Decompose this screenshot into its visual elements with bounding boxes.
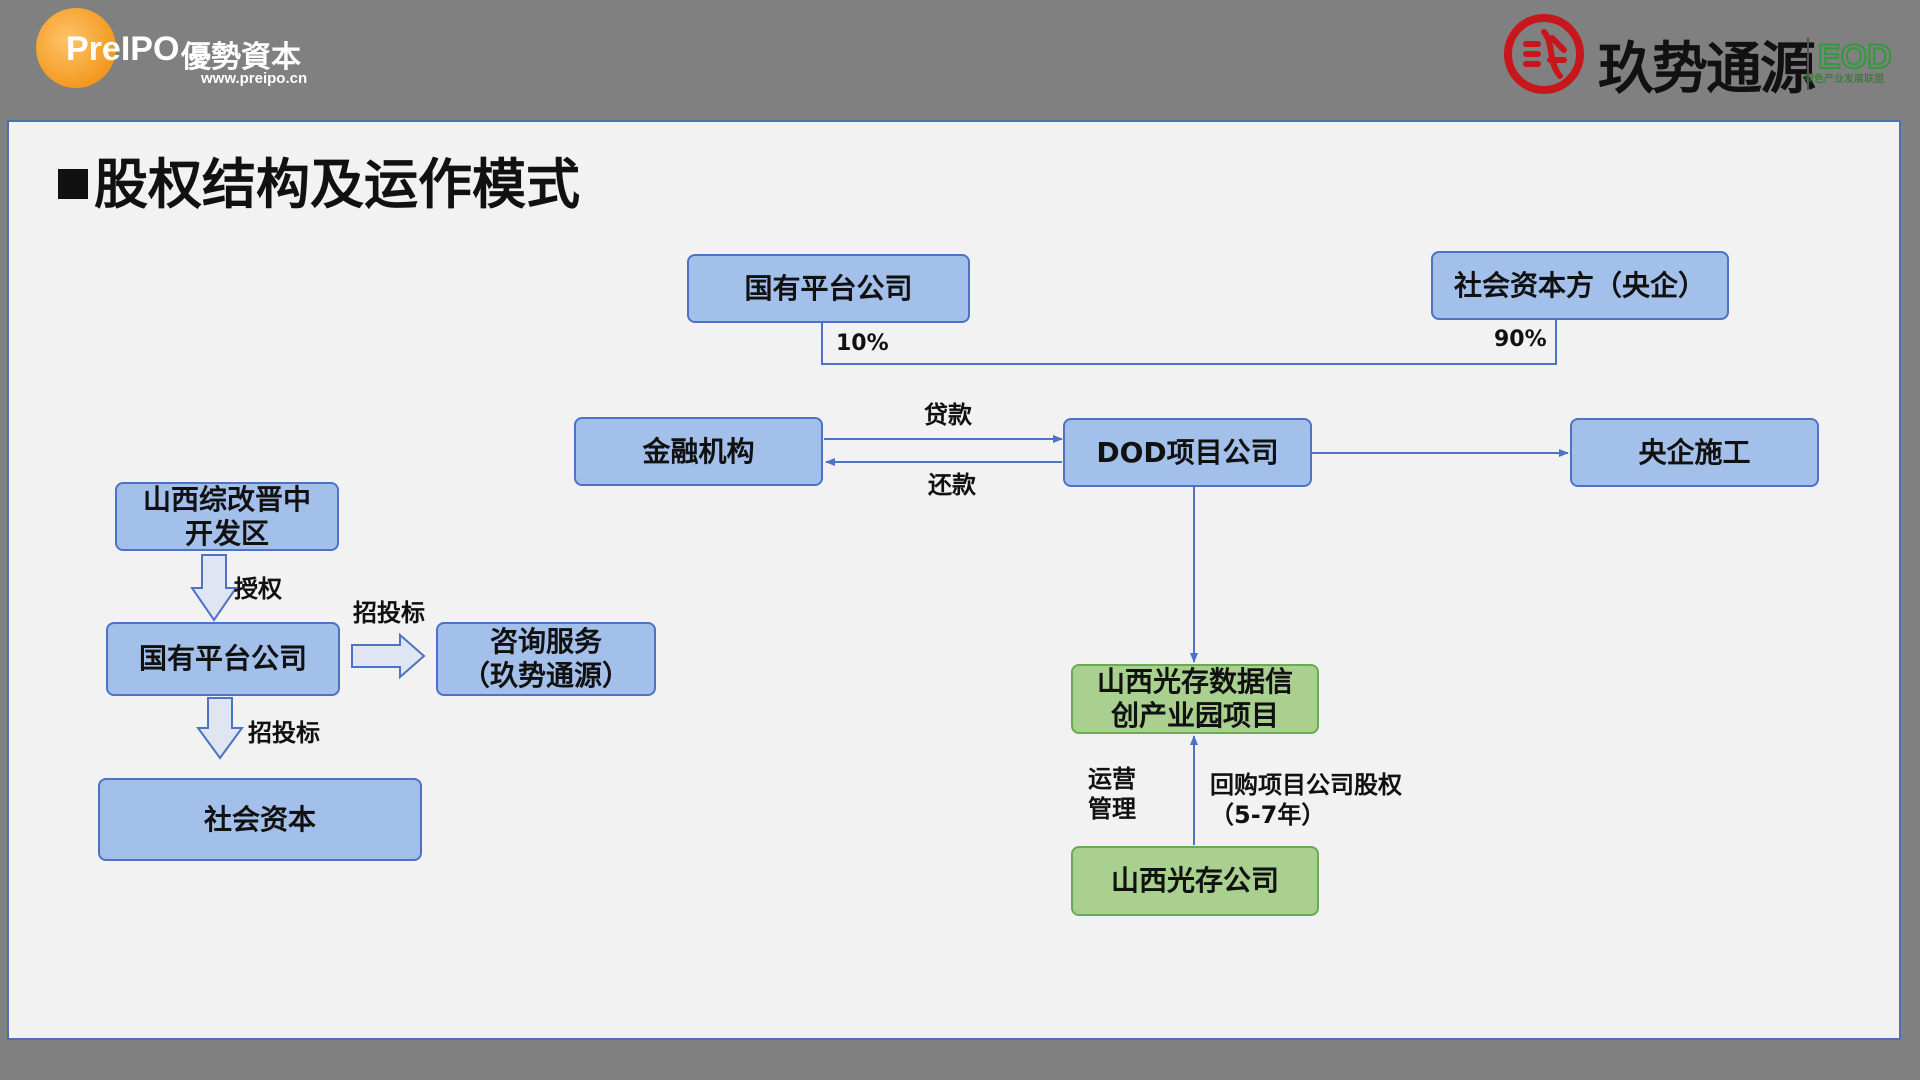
jiushi-logo-text: 玖势通源 — [1598, 36, 1816, 102]
label-authorize: 授权 — [234, 575, 282, 603]
label-repay: 还款 — [928, 471, 976, 499]
node-central-construction: 央企施工 — [1570, 418, 1819, 487]
preipo-logo-circle — [36, 8, 116, 88]
label-loan: 贷款 — [924, 401, 972, 429]
label-buyback: 回购项目公司股权 （5-7年） — [1210, 771, 1402, 829]
page-title: 股权结构及运作模式 — [58, 140, 580, 219]
bidding-block-arrow-right — [351, 632, 426, 680]
svg-text:EOD: EOD — [1818, 38, 1892, 76]
preipo-logo-url: www.preipo.cn — [201, 70, 308, 87]
eod-caption: 绿色产业发展联盟 — [1804, 74, 1884, 85]
node-dod-company: DOD项目公司 — [1063, 418, 1312, 487]
preipo-logo-text: PreIPO — [66, 30, 180, 68]
node-consulting: 咨询服务 （玖势通源） — [436, 622, 656, 696]
node-social-capital: 社会资本 — [98, 778, 422, 861]
jiushi-seal-icon — [1504, 14, 1584, 94]
node-finance: 金融机构 — [574, 417, 823, 486]
node-social-capital-central: 社会资本方（央企） — [1431, 251, 1729, 320]
authorize-block-arrow — [190, 554, 238, 622]
shareholding-bracket — [821, 318, 1557, 365]
eod-icon: EOD — [1807, 37, 1893, 90]
node-shanxi-zone: 山西综改晋中 开发区 — [115, 482, 339, 551]
node-shanxi-company: 山西光存公司 — [1071, 846, 1319, 916]
node-state-platform-left: 国有平台公司 — [106, 622, 340, 696]
label-bidding-right: 招投标 — [353, 599, 425, 627]
bidding-block-arrow-down — [196, 697, 244, 760]
label-pct-10: 10% — [836, 331, 889, 356]
preipo-logo-cn: 優勢資本 — [181, 40, 301, 75]
label-operate: 运营 管理 — [1088, 765, 1136, 823]
node-park-project: 山西光存数据信 创产业园项目 — [1071, 664, 1319, 734]
label-bidding-down: 招投标 — [248, 719, 320, 747]
preipo-logo: PreIPO 優勢資本 www.preipo.cn — [36, 8, 336, 98]
title-bullet-square — [58, 169, 88, 199]
jiushi-logo: 玖势通源 EOD 绿色产业发展联盟 — [1500, 10, 1900, 102]
label-pct-90: 90% — [1494, 327, 1547, 352]
node-state-platform-top: 国有平台公司 — [687, 254, 970, 323]
